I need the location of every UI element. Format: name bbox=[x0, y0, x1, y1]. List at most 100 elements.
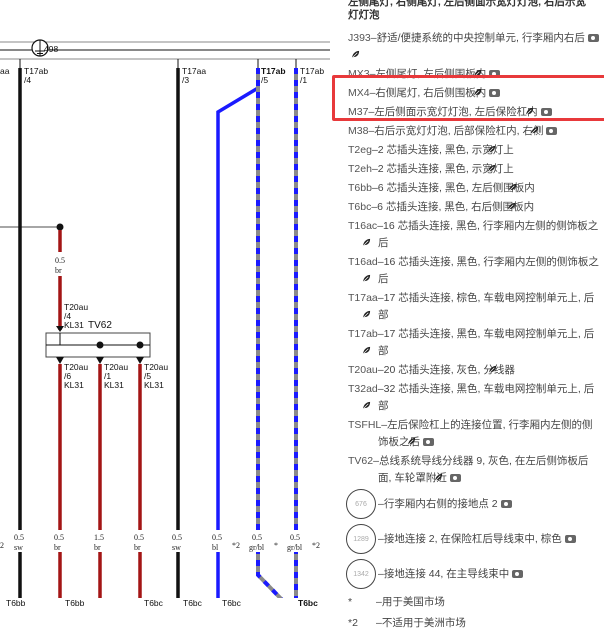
legend-item-code: T17ab bbox=[348, 328, 378, 340]
svg-text:T6bc: T6bc bbox=[222, 598, 242, 608]
leaf-icon[interactable] bbox=[362, 236, 401, 247]
svg-text:0.5: 0.5 bbox=[212, 533, 222, 542]
legend-item: J393–舒适/便捷系统的中央控制单元, 行李厢内右后 bbox=[348, 30, 600, 64]
leaf-icon[interactable] bbox=[362, 272, 401, 283]
svg-text:0.5: 0.5 bbox=[290, 533, 300, 542]
bottom-mark-2: * bbox=[274, 541, 278, 550]
connector-T17ab-4-pin: /4 bbox=[24, 75, 31, 85]
svg-text:T6bb: T6bb bbox=[65, 598, 85, 608]
svg-text:T6bc: T6bc bbox=[144, 598, 164, 608]
svg-text:T6bc: T6bc bbox=[298, 598, 318, 608]
legend-item-text: –17 芯插头连接, 黑色, 车载电网控制单元上, 后部 bbox=[377, 328, 595, 357]
tv62-out-2-id: T20au bbox=[104, 362, 128, 372]
wire-gray-blue-1 bbox=[256, 68, 292, 608]
highlight-box bbox=[332, 75, 604, 121]
ground-point-text: –接地连接 2, 在保险杠后导线束中, 棕色 bbox=[378, 532, 562, 545]
legend-item-text: –右侧尾灯, 右后侧围板内 bbox=[369, 87, 487, 99]
leaf-icon[interactable] bbox=[487, 143, 526, 154]
tv62-upper-signal: KL31 bbox=[64, 320, 84, 330]
leaf-icon[interactable] bbox=[508, 181, 547, 192]
legend-note-text: –用于美国市场 bbox=[376, 596, 445, 608]
legend-item-text: –32 芯插头连接, 黑色, 车载电网控制单元上, 后部 bbox=[377, 383, 595, 412]
tv62-out-3-id: T20au bbox=[144, 362, 168, 372]
svg-text:gr/bl: gr/bl bbox=[287, 543, 303, 552]
leaf-icon[interactable] bbox=[488, 363, 527, 374]
legend-item: T20au–20 芯插头连接, 灰色, 分线器 bbox=[348, 362, 600, 379]
tv62-out-1-signal: KL31 bbox=[64, 380, 84, 390]
legend-note: *–用于美国市场 bbox=[348, 594, 600, 611]
legend-item: T6bb–6 芯插头连接, 黑色, 左后侧围板内 bbox=[348, 180, 600, 197]
legend-item: TSFHL–左后保险杠上的连接位置, 行李厢内左侧的侧饰板之后 bbox=[348, 417, 600, 451]
legend-item-code: T2eh bbox=[348, 163, 372, 175]
legend-item-code: T17aa bbox=[348, 292, 378, 304]
leaf-icon[interactable] bbox=[362, 344, 401, 355]
ground-label: 498 bbox=[44, 44, 58, 54]
legend-item-code: T6bc bbox=[348, 201, 372, 213]
legend-item: T16ad–16 芯插头连接, 黑色, 行李厢内左侧的侧饰板之后 bbox=[348, 254, 600, 288]
legend-item-text: –右后示宽灯灯泡, 后部保险杠内, 右侧 bbox=[368, 125, 544, 137]
leaf-icon[interactable] bbox=[473, 86, 512, 97]
camera-icon[interactable] bbox=[423, 438, 434, 446]
leaf-icon[interactable] bbox=[351, 48, 390, 59]
tv62-out-2-pin: /1 bbox=[104, 371, 111, 381]
camera-icon[interactable] bbox=[564, 535, 576, 543]
leaf-icon[interactable] bbox=[487, 162, 526, 173]
connector-T17aa-3-id: T17aa bbox=[182, 66, 206, 76]
camera-icon[interactable] bbox=[489, 70, 501, 78]
junction-dot bbox=[56, 223, 64, 231]
legend-item: T16ac–16 芯插头连接, 黑色, 行李厢内左侧的侧饰板之后 bbox=[348, 218, 600, 252]
leaf-icon[interactable] bbox=[507, 200, 546, 211]
svg-text:0.5: 0.5 bbox=[54, 533, 64, 542]
wire-size-upper: 0.5 bbox=[55, 256, 65, 265]
leaf-icon[interactable] bbox=[362, 399, 401, 410]
ground-point-text: –接地连接 44, 在主导线束中 bbox=[378, 567, 510, 580]
legend-item-code: T6bb bbox=[348, 182, 372, 194]
svg-text:gr/bl: gr/bl bbox=[249, 543, 265, 552]
legend-item-text: –16 芯插头连接, 黑色, 行李厢内左侧的侧饰板之后 bbox=[377, 256, 599, 285]
camera-icon[interactable] bbox=[449, 474, 461, 482]
leaf-icon[interactable] bbox=[362, 308, 401, 319]
svg-text:sw: sw bbox=[14, 543, 23, 552]
connector-T17ab-1-id: T17ab bbox=[300, 66, 324, 76]
tv62-upper-pin: /4 bbox=[64, 311, 71, 321]
legend-item: M37–左后侧面示宽灯灯泡, 左后保险杠内 bbox=[348, 104, 600, 121]
wire-blue bbox=[216, 68, 260, 608]
connector-T17ab-5-id: T17ab bbox=[261, 66, 286, 76]
connector-T17ab-4-id: T17ab bbox=[24, 66, 48, 76]
svg-text:T6bb: T6bb bbox=[6, 598, 26, 608]
legend-item-code: TSFHL bbox=[348, 419, 382, 431]
bottom-mark-3: *2 bbox=[312, 541, 320, 550]
legend-item-code: M38 bbox=[348, 125, 369, 137]
camera-icon[interactable] bbox=[540, 108, 552, 116]
left-edge-label-top: aa bbox=[0, 66, 10, 76]
legend-item-text: –16 芯插头连接, 黑色, 行李厢内左侧的侧饰板之后 bbox=[377, 220, 599, 249]
legend-item-code: T16ad bbox=[348, 256, 378, 268]
leaf-icon[interactable] bbox=[525, 105, 564, 116]
leaf-icon[interactable] bbox=[434, 471, 473, 482]
tv62-upper-id: T20au bbox=[64, 302, 88, 312]
camera-icon[interactable] bbox=[512, 570, 524, 578]
ground-point-item: 1342–接地连接 44, 在主导线束中 bbox=[346, 559, 600, 589]
legend-item-text: –左后侧面示宽灯灯泡, 左后保险杠内 bbox=[368, 106, 538, 118]
camera-icon[interactable] bbox=[500, 500, 512, 508]
svg-text:0.5: 0.5 bbox=[252, 533, 262, 542]
legend-item-text: –2 芯插头连接, 黑色, 示宽灯上 bbox=[371, 144, 514, 156]
legend-item: TV62–总线系统导线分线器 9, 灰色, 在左后侧饰板后面, 车轮罩附近 bbox=[348, 453, 600, 487]
leaf-icon[interactable] bbox=[531, 124, 569, 135]
legend-item: T17aa–17 芯插头连接, 棕色, 车载电网控制单元上, 后部 bbox=[348, 290, 600, 324]
legend-item-code: J393 bbox=[348, 32, 371, 44]
leaf-icon[interactable] bbox=[407, 435, 446, 446]
camera-icon[interactable] bbox=[489, 89, 501, 97]
camera-icon[interactable] bbox=[587, 34, 599, 42]
legend-item: T17ab–17 芯插头连接, 黑色, 车载电网控制单元上, 后部 bbox=[348, 326, 600, 360]
wiring-diagram: 498 aa T17ab /4 T17aa /3 T17ab /5 T17ab … bbox=[0, 39, 330, 608]
ground-point-circle-icon: 676 bbox=[346, 489, 376, 519]
legend-notes: *–用于美国市场*2–不适用于美洲市场 bbox=[348, 594, 600, 632]
legend-item-code: T32ad bbox=[348, 383, 378, 395]
legend-item: T6bc–6 芯插头连接, 黑色, 右后侧围板内 bbox=[348, 199, 600, 216]
svg-text:bl: bl bbox=[212, 543, 219, 552]
camera-icon[interactable] bbox=[546, 127, 558, 135]
legend-item-text: –6 芯插头连接, 黑色, 右后侧围板内 bbox=[371, 201, 535, 213]
